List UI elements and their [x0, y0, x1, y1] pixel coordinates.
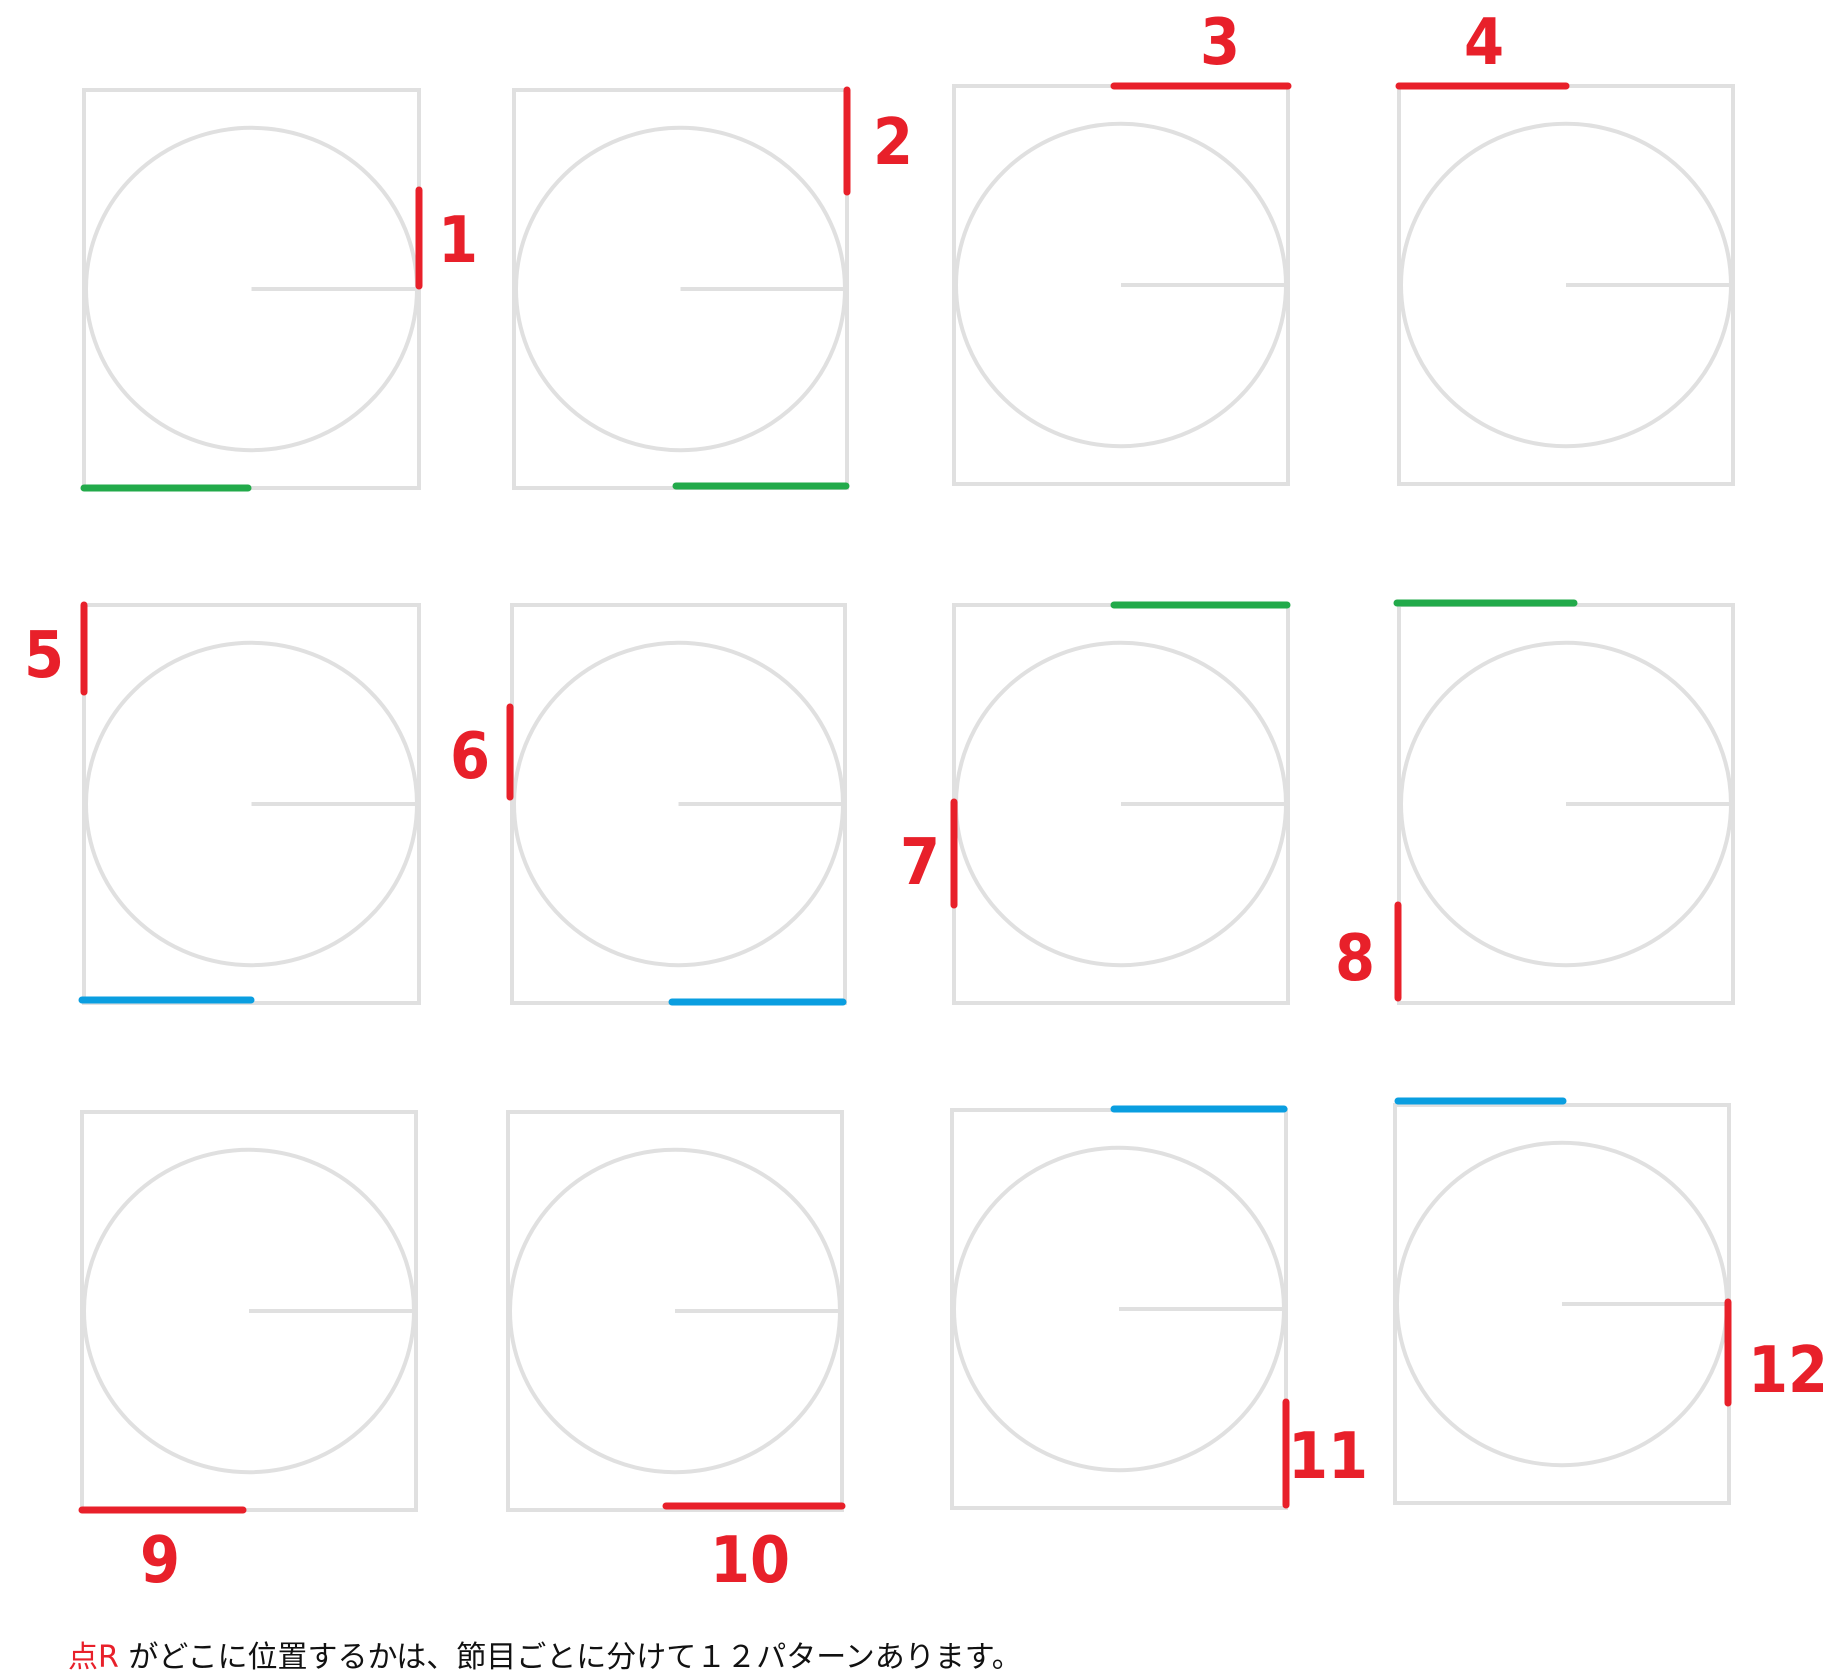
- panel-number: 2: [873, 106, 913, 180]
- panel-number: 12: [1748, 1334, 1823, 1408]
- panel-number: 10: [710, 1524, 790, 1598]
- caption-point-label: 点R: [68, 1640, 119, 1675]
- caption: 点R がどこに位置するかは、節目ごとに分けて１２パターンあります。: [68, 1632, 1022, 1676]
- panel-number: 6: [450, 720, 490, 794]
- panel-number: 11: [1288, 1420, 1368, 1494]
- panel-12: 12: [1393, 1097, 1823, 1505]
- panel-2: 2: [512, 86, 913, 490]
- panel-7: 7: [900, 601, 1291, 1005]
- panel-6: 6: [450, 603, 847, 1006]
- panel-3: 3: [952, 6, 1292, 486]
- panel-4: 4: [1395, 6, 1735, 486]
- panel-1: 1: [80, 88, 478, 492]
- panel-number: 9: [140, 1524, 180, 1598]
- panel-number: 1: [438, 204, 478, 278]
- panel-number: 4: [1464, 6, 1504, 80]
- caption-text: がどこに位置するかは、節目ごとに分けて１２パターンあります。: [128, 1640, 1022, 1675]
- panel-8: 8: [1335, 599, 1735, 1005]
- panel-number: 3: [1200, 6, 1240, 80]
- panel-9: 9: [78, 1110, 418, 1598]
- panel-5: 5: [24, 601, 421, 1005]
- panel-10: 10: [506, 1110, 846, 1598]
- panel-number: 5: [24, 619, 64, 693]
- panel-number: 8: [1335, 922, 1375, 996]
- panel-number: 7: [900, 826, 940, 900]
- panel-11: 11: [950, 1105, 1368, 1510]
